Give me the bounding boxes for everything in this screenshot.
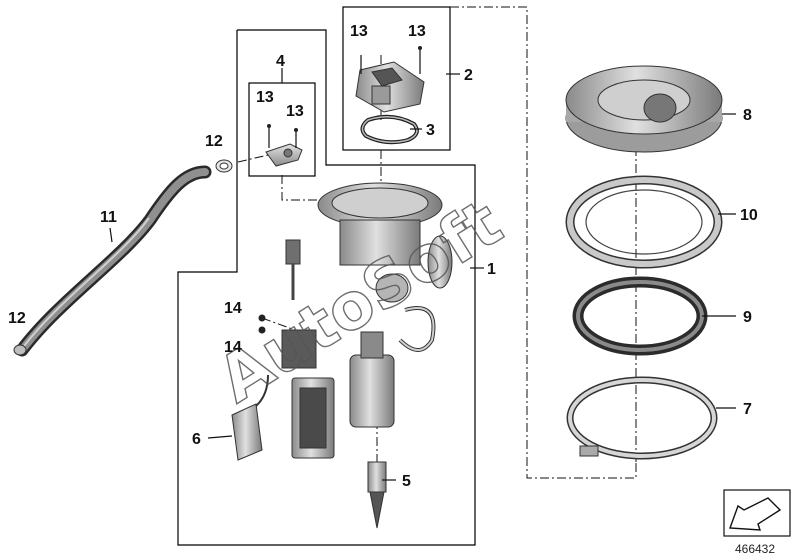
callout-1: 1 bbox=[487, 261, 496, 278]
hose-clamp-lower bbox=[13, 344, 27, 356]
hose-clamp-upper bbox=[215, 159, 233, 173]
callout-5: 5 bbox=[402, 473, 411, 490]
callout-12-lower: 12 bbox=[8, 310, 26, 327]
pump-module-part-1 bbox=[317, 182, 453, 428]
callout-6: 6 bbox=[192, 431, 201, 448]
callout-12-upper: 12 bbox=[205, 133, 223, 150]
connector-part-6 bbox=[231, 374, 269, 461]
leader-lines bbox=[109, 68, 736, 481]
fuel-hose-part-11 bbox=[15, 165, 212, 357]
callout-14-upper: 14 bbox=[224, 300, 242, 317]
callout-11: 11 bbox=[100, 209, 117, 226]
callout-10: 10 bbox=[740, 207, 758, 224]
group-2-frame bbox=[342, 6, 451, 151]
gasket-part-3 bbox=[360, 114, 419, 145]
callout-2: 2 bbox=[464, 67, 473, 84]
callout-3: 3 bbox=[426, 122, 435, 139]
reference-number: 466432 bbox=[735, 542, 775, 556]
callout-7: 7 bbox=[743, 401, 752, 418]
callout-13-bracket-left: 13 bbox=[256, 89, 274, 106]
filter-part-5 bbox=[367, 461, 387, 529]
callout-13-cover-right: 13 bbox=[408, 23, 426, 40]
callout-9: 9 bbox=[743, 309, 752, 326]
lock-ring-part-8 bbox=[565, 65, 723, 153]
arrow-down-left-icon bbox=[723, 489, 791, 537]
pump-module-frame bbox=[177, 29, 476, 546]
callout-4: 4 bbox=[276, 53, 285, 70]
clamp-ring-part-7 bbox=[566, 376, 718, 460]
ring-part-10 bbox=[565, 175, 723, 269]
seal-ring-part-9 bbox=[572, 276, 708, 356]
cover-part-2 bbox=[355, 46, 425, 113]
level-sender-assembly bbox=[258, 239, 335, 459]
callout-8: 8 bbox=[743, 107, 752, 124]
callout-13-cover-left: 13 bbox=[350, 23, 368, 40]
callout-13-bracket-right: 13 bbox=[286, 103, 304, 120]
bracket-part-4 bbox=[265, 124, 303, 167]
callout-14-lower: 14 bbox=[224, 339, 242, 356]
